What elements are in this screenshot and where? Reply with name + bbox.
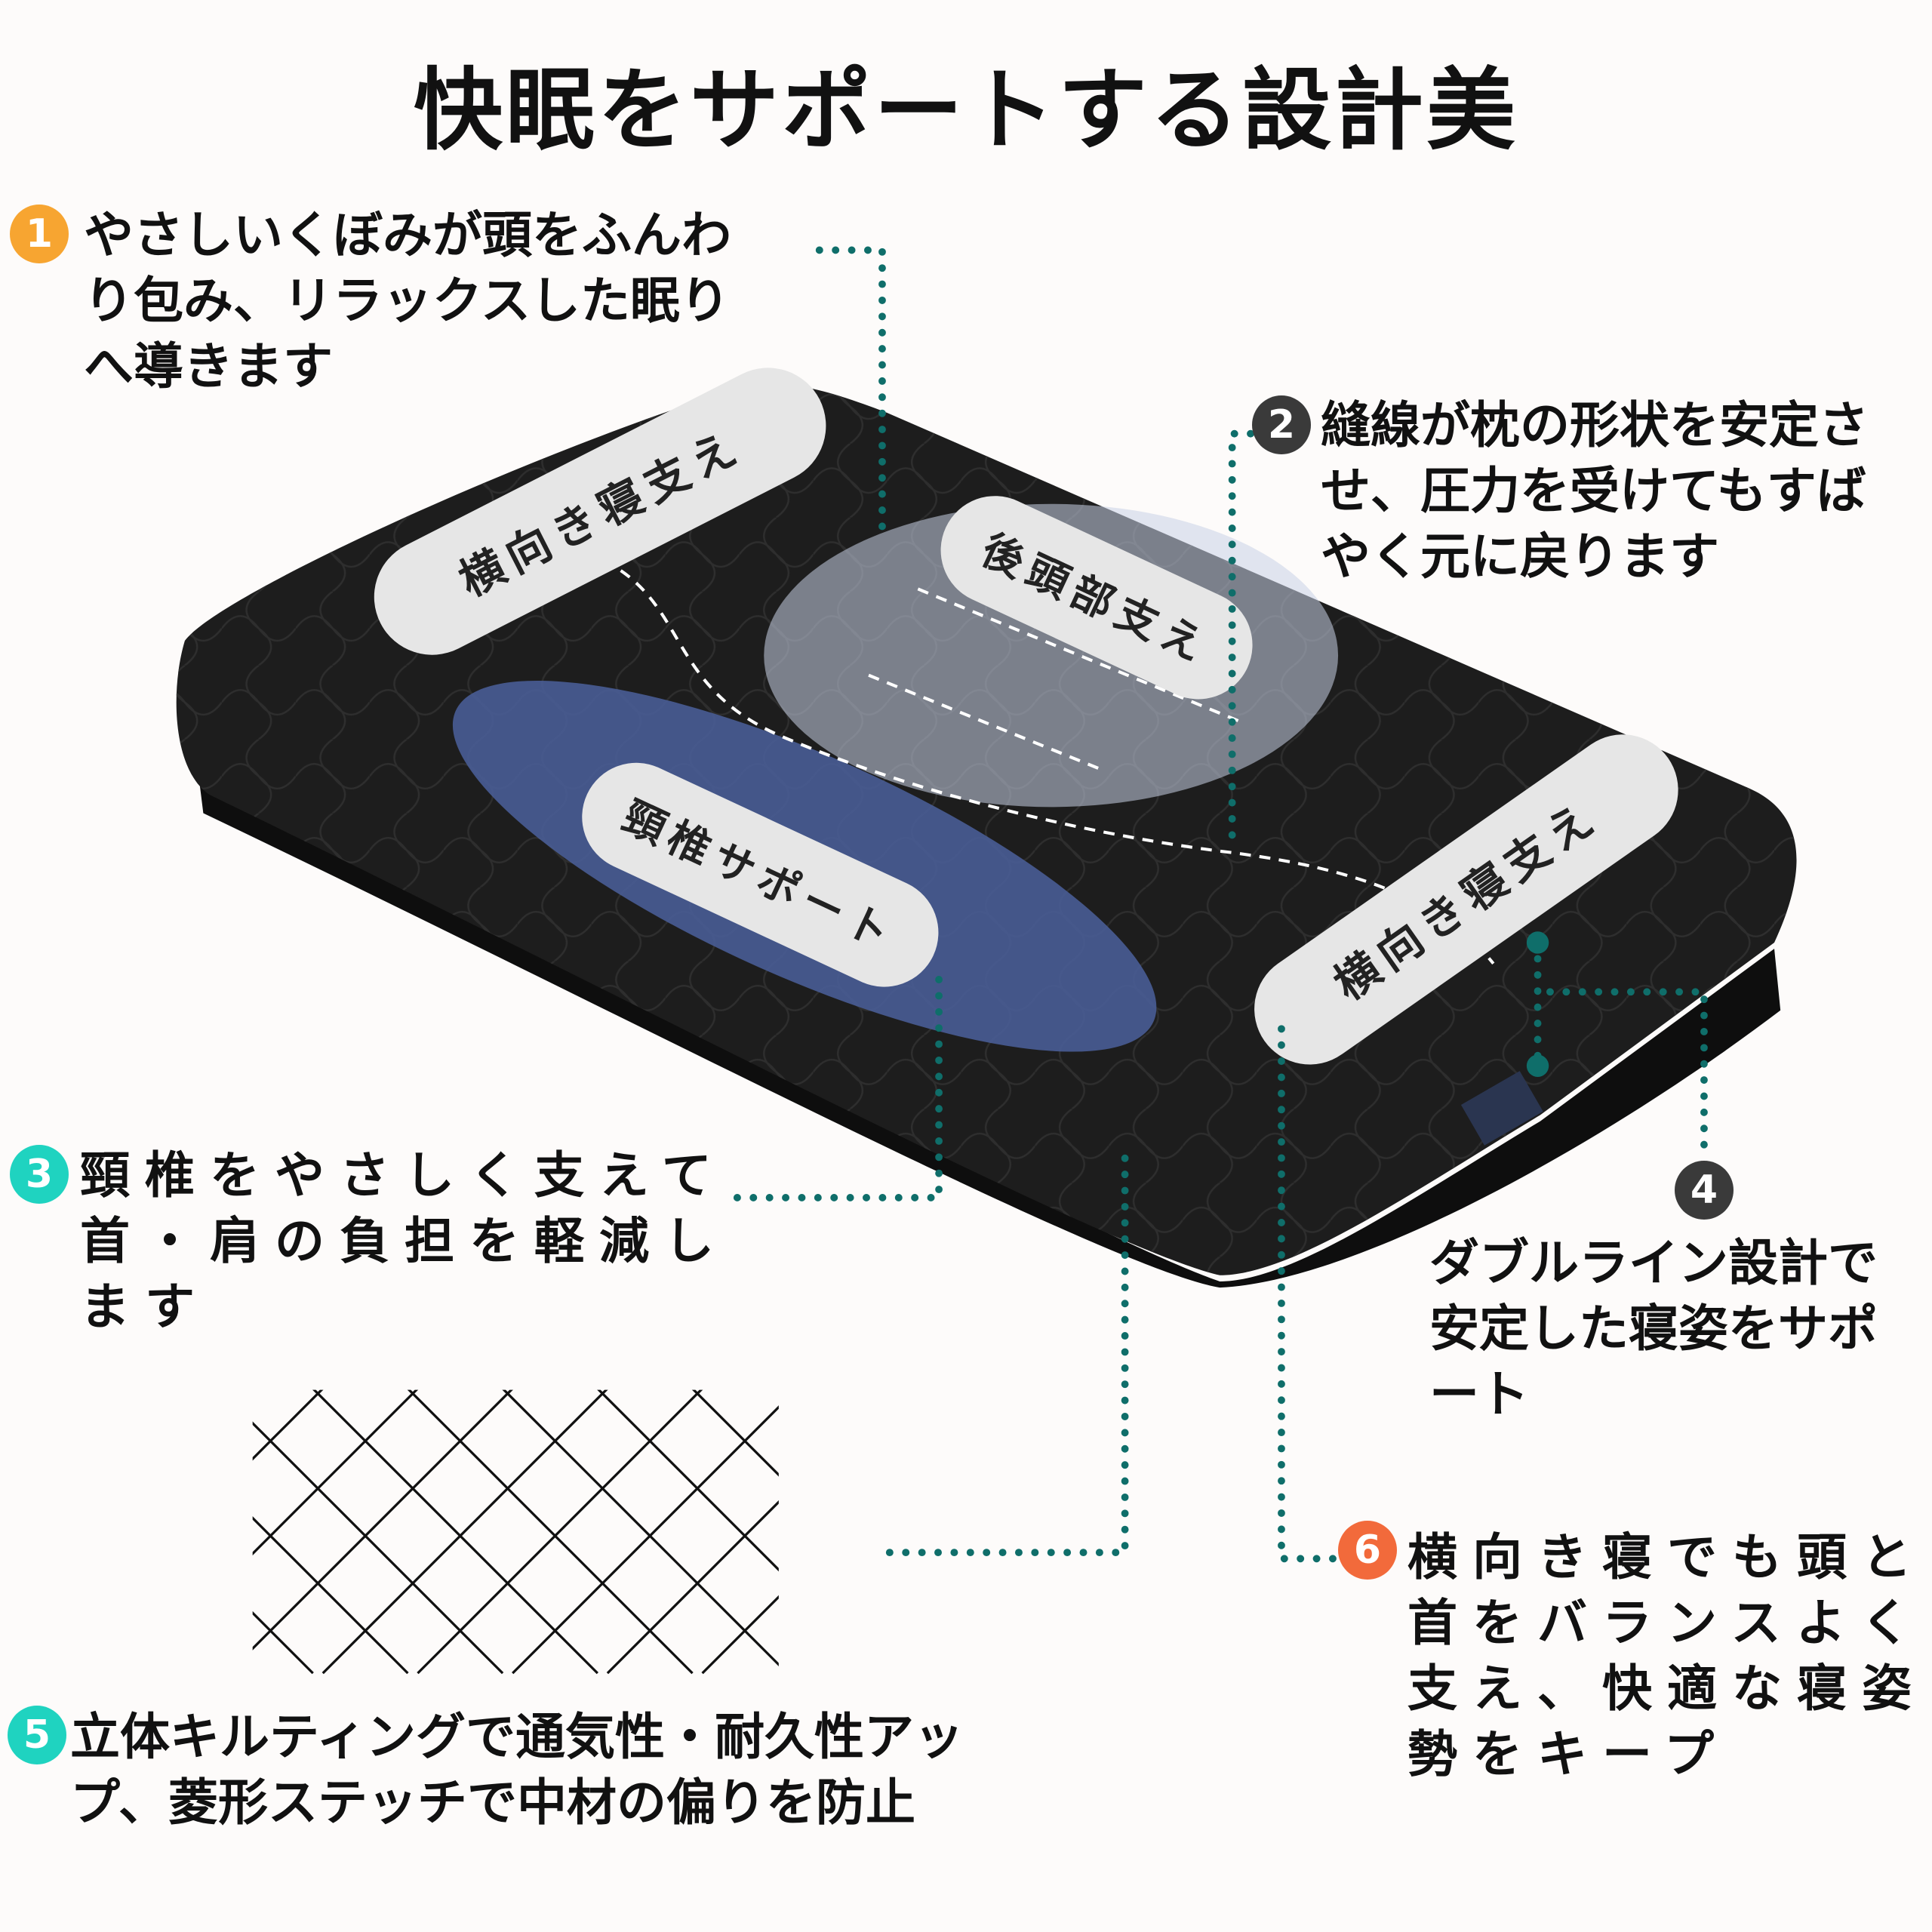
stitch-line	[797, 1303, 1167, 1673]
stitch-line	[0, 1303, 218, 1673]
note-line: やく元に戻ります	[1321, 527, 1719, 586]
badge-6: 6	[1338, 1521, 1397, 1580]
note-line: 勢をキープ	[1407, 1724, 1730, 1783]
pillow	[176, 383, 1797, 1288]
stitch-line	[1081, 1303, 1451, 1673]
stitch-line	[0, 1303, 123, 1673]
note-line: 安定した寝姿をサポ	[1429, 1299, 1878, 1358]
note-4: ダブルライン設計で安定した寝姿をサポート	[1429, 1230, 1878, 1427]
stitch-line	[987, 1303, 1357, 1673]
stitch-line	[252, 1611, 314, 1675]
note-line: ート	[1429, 1364, 1529, 1423]
stitch-line	[0, 1303, 218, 1673]
stitch-line	[417, 1389, 703, 1675]
stitch-line	[987, 1303, 1357, 1673]
note-line: プ、菱形ステッチで中材の偏りを防止	[70, 1773, 916, 1832]
stitch-line	[321, 1389, 608, 1675]
note-1: やさしいくぼみが頭をふんわり包み、リラックスした眠りへ導きます	[84, 202, 731, 399]
stitch-line	[0, 1303, 313, 1673]
note-line: 頸椎をやさしく支えて	[80, 1146, 727, 1204]
note-line: 支え、快適な寝姿	[1407, 1659, 1927, 1718]
stitch-line	[0, 1303, 123, 1673]
note-line: り包み、リラックスした眠り	[84, 271, 731, 330]
note-line: やさしいくぼみが頭をふんわ	[84, 205, 731, 264]
stitch-line	[252, 1389, 419, 1556]
note-line: 立体キルティングで通気性・耐久性アッ	[70, 1707, 964, 1766]
note-5: 立体キルティングで通気性・耐久性アップ、菱形ステッチで中材の偏りを防止	[70, 1704, 964, 1835]
stitch-line	[512, 1405, 779, 1675]
note-line: 横向き寝でも頭と	[1407, 1527, 1927, 1586]
note-line: 縫線が枕の形状を安定さ	[1321, 395, 1869, 454]
badge-3: 3	[10, 1145, 69, 1204]
stitch-line	[892, 1303, 1262, 1673]
stitch-lines	[603, 559, 1495, 965]
stitch-line	[892, 1303, 1262, 1673]
note-line: せ、圧力を受けてもすば	[1321, 461, 1866, 520]
stitch-line	[252, 1516, 409, 1675]
note-line: ダブルライン設計で	[1429, 1233, 1878, 1292]
occipital-zone	[764, 503, 1339, 808]
stitch-line	[701, 1595, 779, 1675]
note-line: へ導きます	[84, 337, 333, 395]
stitch-line	[797, 1303, 1167, 1673]
stitch-line	[1081, 1303, 1451, 1673]
note-2: 縫線が枕の形状を安定させ、圧力を受けてもすばやく元に戻ります	[1321, 392, 1869, 589]
diamond-stitch-illustration	[0, 1303, 1451, 1675]
badge-4: 4	[1675, 1161, 1734, 1220]
note-line: 首をバランスよく	[1407, 1593, 1926, 1652]
badge-2: 2	[1252, 395, 1311, 454]
stitch-line	[606, 1500, 779, 1675]
note-3: 頸椎をやさしく支えて首・肩の負担を軽減します	[80, 1143, 729, 1340]
note-6: 横向き寝でも頭と首をバランスよく支え、快適な寝姿勢をキープ	[1407, 1524, 1927, 1787]
stitch-line	[252, 1389, 513, 1651]
leader-lines	[723, 246, 1708, 1563]
badge-5: 5	[8, 1706, 66, 1764]
note-line: ます	[80, 1277, 210, 1336]
page-title: 快眠をサポートする設計美	[413, 57, 1518, 162]
badge-1: 1	[10, 205, 69, 263]
note-line: 首・肩の負担を軽減し	[80, 1211, 729, 1270]
